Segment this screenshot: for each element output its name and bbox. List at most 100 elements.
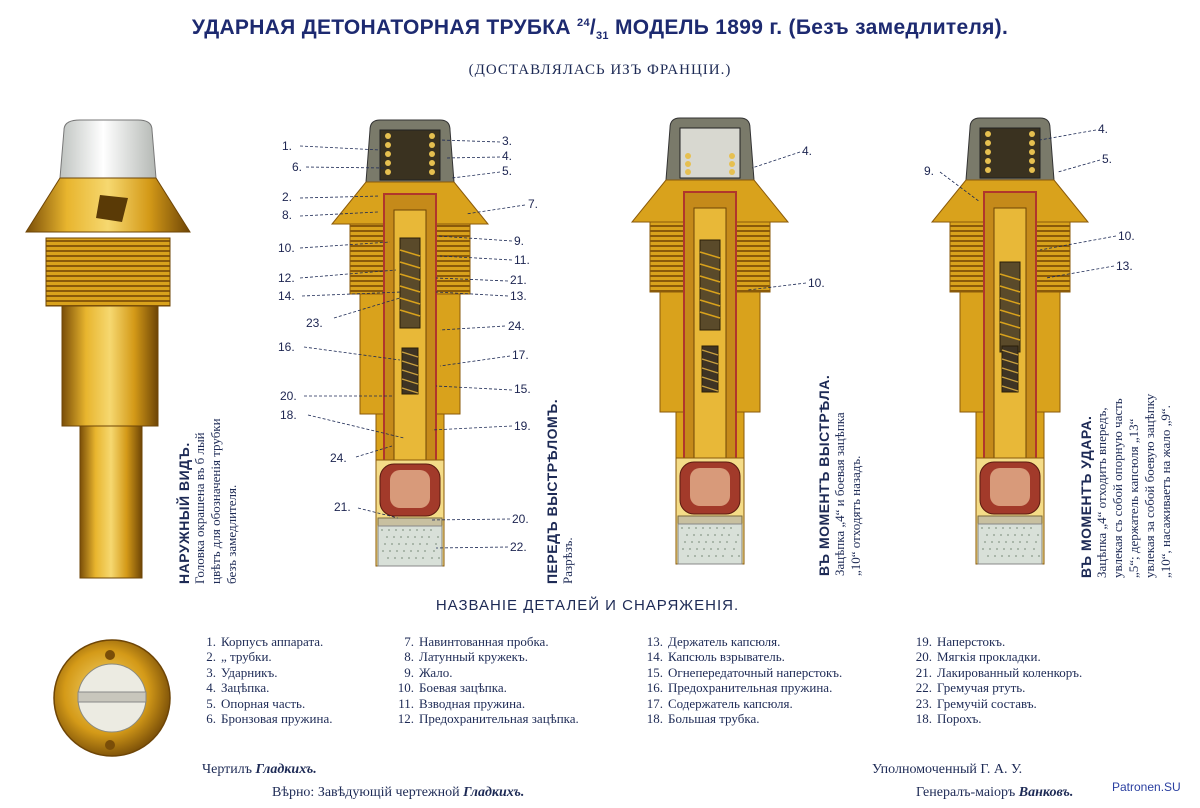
part-number: 19. <box>915 634 932 649</box>
label: 9. <box>514 234 525 248</box>
label: 10. <box>808 276 825 290</box>
caption-moment-of-impact: ВЪ МОМЕНТЪ УДАРА. Зацѣпка „4“ отходитъ в… <box>1078 393 1173 578</box>
part-name: Предохранительная зацѣпка. <box>419 711 579 727</box>
label: 4. <box>1098 122 1109 136</box>
outer-thread <box>45 237 171 307</box>
part-name: Жало. <box>419 664 453 680</box>
part-number: 15. <box>646 664 663 680</box>
part-item: 2.„ трубки. <box>194 649 332 664</box>
part-name: Латунный кружекъ. <box>419 649 528 665</box>
part-name: Навинтованная пробка. <box>419 634 549 649</box>
part-name: Большая трубка. <box>668 711 760 727</box>
authorized-by: Уполномоченный Г. А. У. <box>872 762 1023 777</box>
part-name: Огнепередаточный наперстокъ. <box>668 664 843 680</box>
part-number: 4. <box>206 680 216 696</box>
part-item: 20.Мягкія прокладки. <box>910 649 1082 664</box>
title-denominator: 31 <box>596 30 609 43</box>
part-number: 17. <box>646 695 663 711</box>
verified-by: Вѣрно: Завѣдующій чертежной Гладкихъ. <box>272 785 525 800</box>
parts-column-1: 1.Корпусъ аппарата.2.„ трубки.3. Ударникъ… <box>194 634 332 726</box>
label: 4. <box>802 144 813 158</box>
label: 12. <box>278 271 295 285</box>
part-item: 23.Гремучій составъ. <box>910 696 1082 711</box>
label: 8. <box>282 208 293 222</box>
parts-column-2: 7.Навинтованная пробка.8.Латунный кружек… <box>392 634 579 726</box>
part-item: 18. Большая трубка. <box>641 711 842 726</box>
part-item: 13.Держатель капсюля. <box>641 634 842 649</box>
part-number: 18. <box>646 711 663 727</box>
label: 18. <box>280 408 297 422</box>
part-name: Ударникъ. <box>221 664 278 680</box>
part-item: 1.Корпусъ аппарата. <box>194 634 332 649</box>
part-item: 8.Латунный кружекъ. <box>392 649 579 664</box>
part-item: 7.Навинтованная пробка. <box>392 634 579 649</box>
page-title: УДАРНАЯ ДЕТОНАТОРНАЯ ТРУБКА 24/31 МОДЕЛЬ… <box>191 16 1009 43</box>
label: 21. <box>334 500 351 514</box>
section-moment-of-impact <box>930 117 1090 565</box>
part-item: 9.Жало. <box>392 665 579 680</box>
part-number: 20. <box>915 649 932 665</box>
label: 10. <box>278 241 295 255</box>
part-item: 15. Огнепередаточный наперстокъ. <box>641 664 843 680</box>
label: 22. <box>510 540 527 554</box>
label: 2. <box>282 190 293 204</box>
part-item: 17. Содержатель капсюля. <box>641 696 842 711</box>
part-name: Капсюль взрыватель. <box>668 649 785 665</box>
part-number: 13. <box>646 634 663 649</box>
part-name: Опорная часть. <box>221 695 306 711</box>
label: 16. <box>278 340 295 354</box>
caption-moment-of-shot: ВЪ МОМЕНТЪ ВЫСТРѢЛА. Зацѣпка „4“ и боева… <box>816 374 863 576</box>
head-top-view <box>53 639 171 757</box>
part-name: Наперстокъ. <box>937 634 1006 649</box>
label: 17. <box>512 348 529 362</box>
white-cap <box>59 119 157 179</box>
part-number: 16. <box>646 680 663 696</box>
part-name: Бронзовая пружина. <box>221 711 333 727</box>
label: 3. <box>502 134 513 148</box>
label: 13. <box>1116 259 1133 273</box>
part-number: 6. <box>206 711 216 727</box>
label: 20. <box>512 512 529 526</box>
part-item: 19. Наперстокъ. <box>910 634 1082 649</box>
part-name: „ трубки. <box>221 649 272 665</box>
part-name: Боевая зацѣпка. <box>419 680 507 696</box>
label: 19. <box>514 419 531 433</box>
parts-title: НАЗВАНІЕ ДЕТАЛЕЙ И СНАРЯЖЕНІЯ. <box>435 597 740 614</box>
part-item: 3. Ударникъ. <box>194 665 332 680</box>
label: 9. <box>924 164 935 178</box>
part-name: Взводная пружина. <box>419 695 526 711</box>
part-number: 21. <box>915 664 932 680</box>
part-name: Содержатель капсюля. <box>668 695 793 711</box>
outer-view-fuze <box>25 119 191 579</box>
part-item: 4.Зацѣпка. <box>194 680 332 695</box>
part-name: Лакированный коленкоръ. <box>937 664 1083 680</box>
part-item: 12. Предохранительная зацѣпка. <box>392 711 579 726</box>
label: 13. <box>510 289 527 303</box>
part-number: 14. <box>646 649 663 665</box>
part-number: 22. <box>915 680 932 696</box>
part-number: 12. <box>397 711 414 727</box>
page-subtitle: (ДОСТАВЛЯЛАСЬ ИЗЪ ФРАНЦІИ.) <box>468 62 732 78</box>
part-number: 10. <box>397 680 414 696</box>
label: 15. <box>514 382 531 396</box>
part-name: Порохъ. <box>937 711 982 727</box>
part-item: 21. Лакированный коленкоръ. <box>910 664 1083 680</box>
label: 7. <box>528 197 539 211</box>
part-item: 18.Порохъ. <box>910 711 1082 726</box>
part-item: 22. Гремучая ртуть. <box>910 680 1082 695</box>
part-number: 3. <box>206 664 216 680</box>
leader-lines <box>299 129 1117 549</box>
label: 24. <box>330 451 347 465</box>
part-name: Гремучій составъ. <box>937 695 1037 711</box>
label: 4. <box>502 149 513 163</box>
outer-body <box>61 305 159 427</box>
watermark: Patronen.SU <box>1112 780 1181 794</box>
label: 6. <box>292 160 303 174</box>
part-name: Гремучая ртуть. <box>937 680 1026 696</box>
outer-tube <box>79 425 143 579</box>
label: 10. <box>1118 229 1135 243</box>
section-moment-of-shot <box>630 117 790 565</box>
section-before-shot <box>330 119 490 567</box>
label: 21. <box>510 273 527 287</box>
